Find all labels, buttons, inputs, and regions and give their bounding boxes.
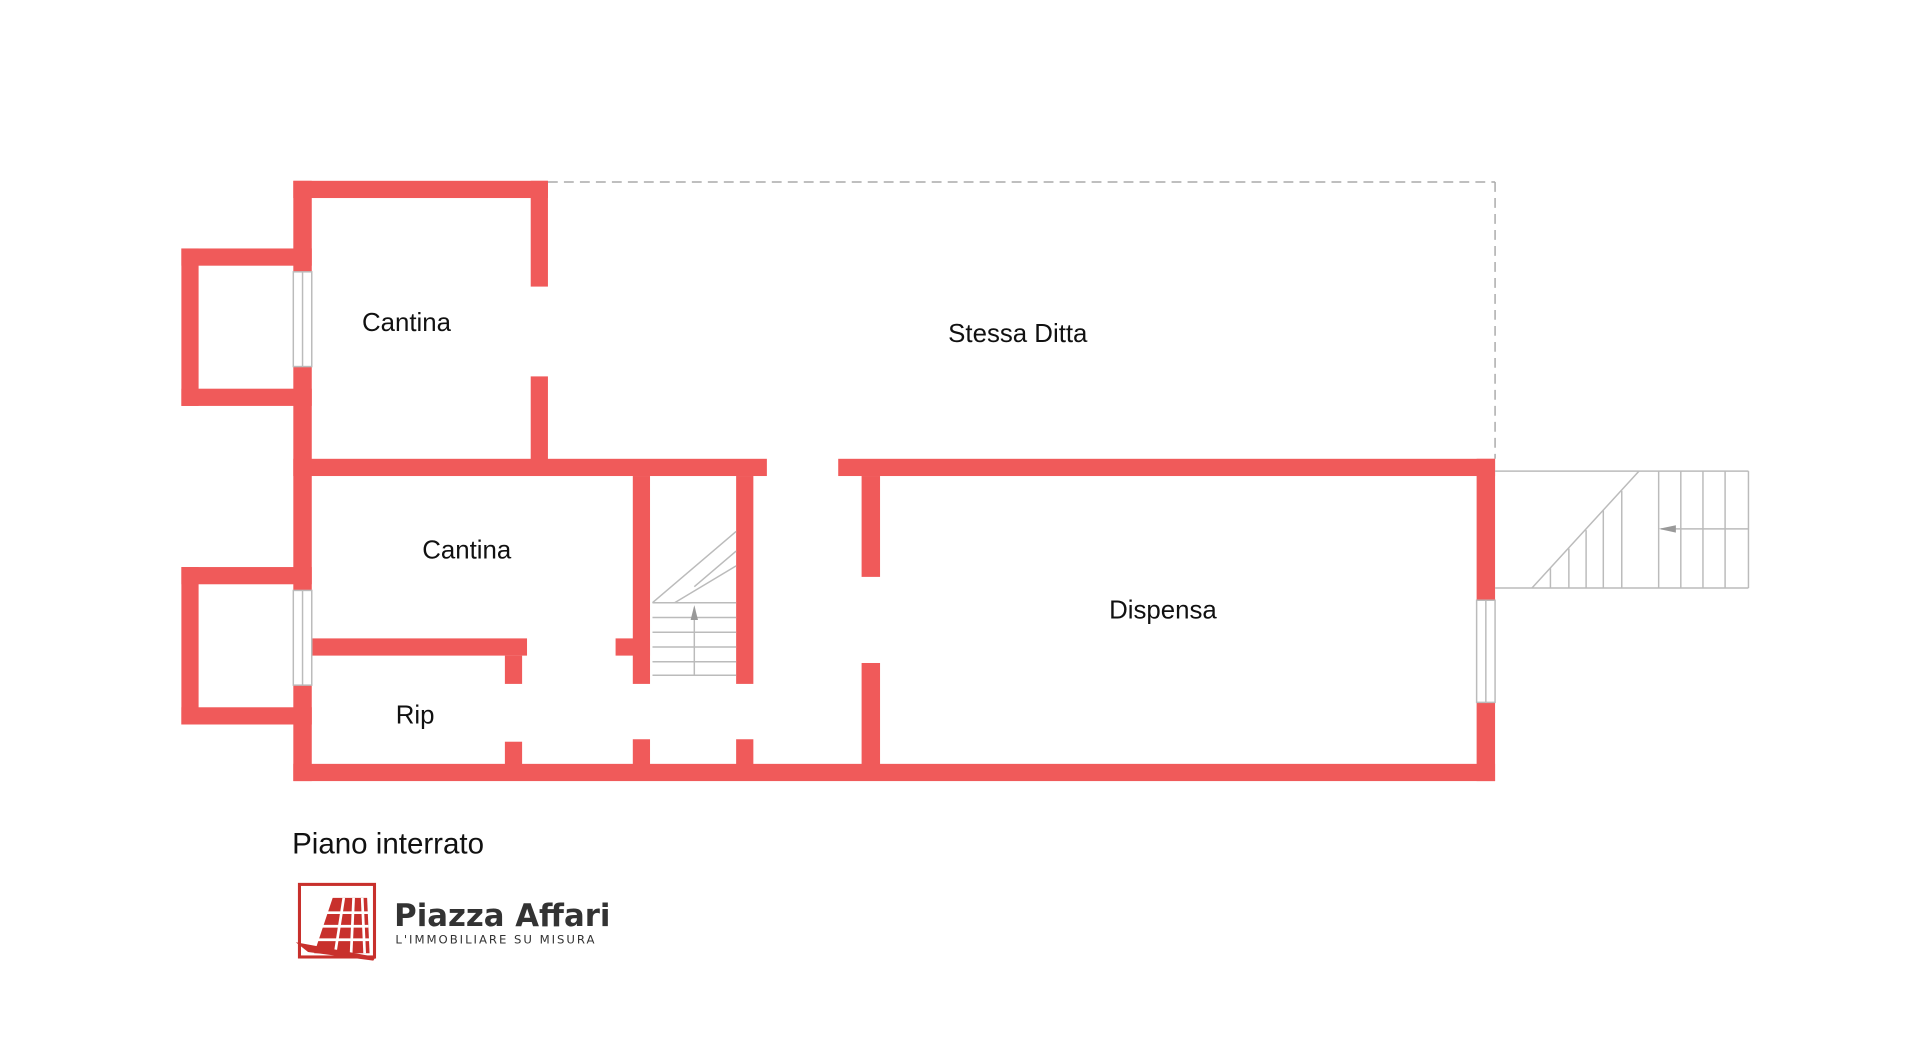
stair-direction-arrow-icon <box>1658 525 1676 533</box>
windows <box>292 271 1496 704</box>
walls <box>181 180 1496 782</box>
dashed-boundary <box>547 181 1496 459</box>
piazza-affari-logo: Piazza Affari L'IMMOBILIARE SU MISURA <box>295 882 610 961</box>
room-label-dispensa: Dispensa <box>1109 597 1217 625</box>
stair-up-arrow-icon <box>690 605 698 620</box>
logo-brand: Piazza Affari <box>394 898 610 934</box>
floor-title: Piano interrato <box>292 828 484 861</box>
interior-stairs <box>652 530 737 677</box>
logo-tagline: L'IMMOBILIARE SU MISURA <box>395 932 596 946</box>
room-label-rip: Rip <box>396 701 435 729</box>
room-label-cantina-top: Cantina <box>362 309 452 337</box>
room-label-cantina-middle: Cantina <box>422 536 512 564</box>
room-label-stessa-ditta: Stessa Ditta <box>948 320 1088 348</box>
exterior-stairs <box>1495 470 1750 589</box>
